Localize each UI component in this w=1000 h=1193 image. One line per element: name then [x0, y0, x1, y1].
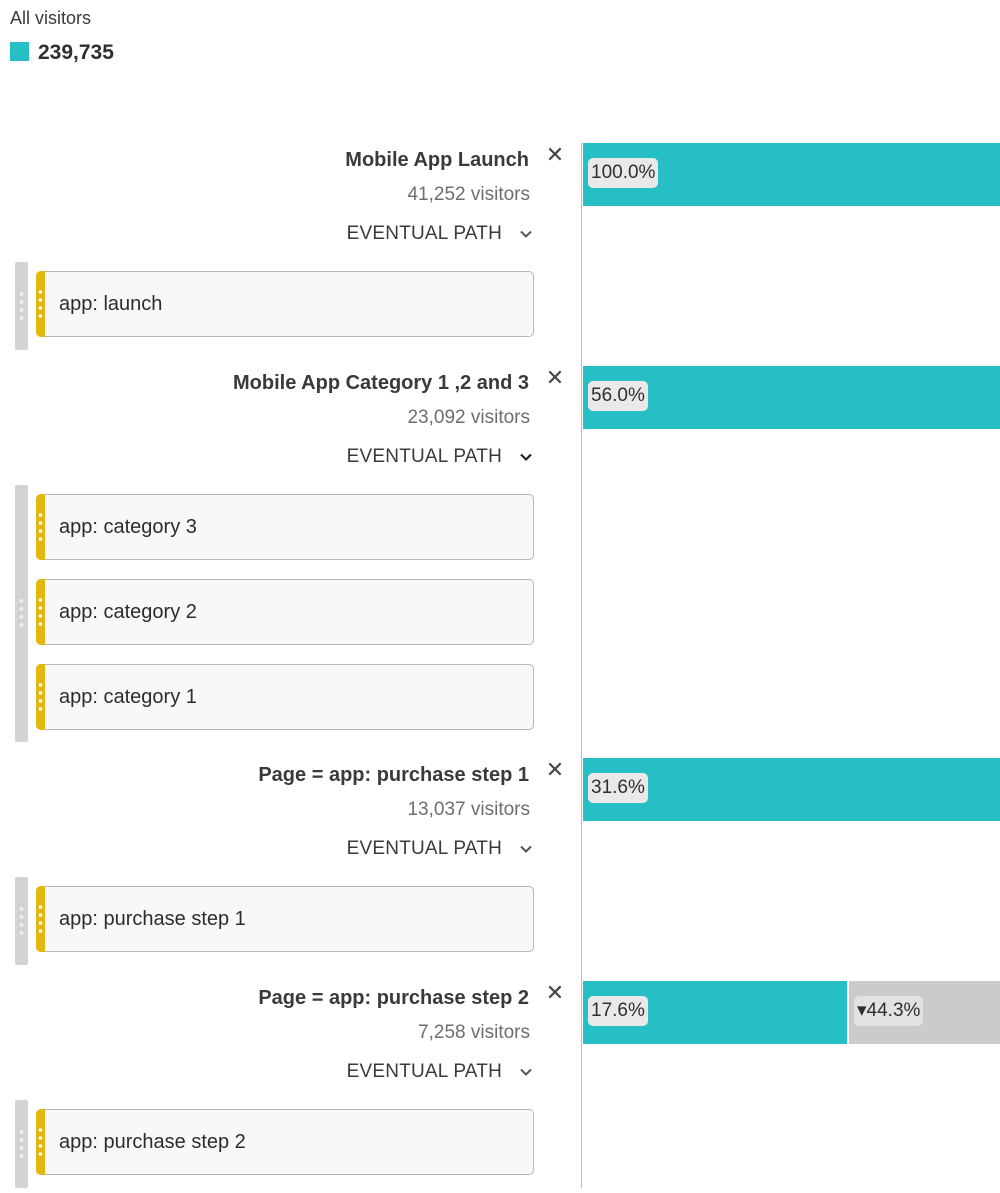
path-label: EVENTUAL PATH — [346, 223, 502, 244]
funnel-step: Mobile App Launch ✕ 41,252 visitors EVEN… — [0, 142, 1000, 350]
grip-icon — [19, 1130, 24, 1158]
grip-icon — [19, 599, 24, 627]
chevron-down-icon — [520, 1068, 532, 1076]
item-group: app: category 3 app: category 2 app: cat… — [15, 485, 536, 742]
path-label: EVENTUAL PATH — [346, 838, 502, 859]
close-icon[interactable]: ✕ — [545, 365, 565, 390]
drag-handle[interactable] — [15, 485, 28, 742]
bar-percent: 31.6% — [588, 773, 648, 803]
dropoff-bar[interactable]: ▾44.3% — [849, 981, 1000, 1044]
close-icon[interactable]: ✕ — [545, 980, 565, 1005]
chart-axis-line — [581, 143, 582, 1188]
grip-icon — [19, 907, 24, 935]
item-label: app: launch — [59, 293, 163, 315]
list-item[interactable]: app: category 1 — [36, 664, 534, 730]
step-title: Page = app: purchase step 2 — [258, 987, 529, 1009]
drag-handle[interactable] — [15, 1100, 28, 1188]
step-visitors: 23,092 visitors — [407, 407, 530, 428]
eventual-path-dropdown[interactable]: EVENTUAL PATH — [347, 1061, 532, 1083]
item-drag-handle[interactable] — [36, 886, 45, 952]
step-bar[interactable]: 100.0% — [583, 143, 1000, 206]
close-icon[interactable]: ✕ — [545, 757, 565, 782]
item-drag-handle[interactable] — [36, 1109, 45, 1175]
funnel-step: Page = app: purchase step 1 ✕ 13,037 vis… — [0, 757, 1000, 965]
list-item[interactable]: app: category 2 — [36, 579, 534, 645]
step-visitors: 13,037 visitors — [407, 799, 530, 820]
step-title: Page = app: purchase step 1 — [258, 764, 529, 786]
step-bar[interactable]: 17.6% — [583, 981, 847, 1044]
grip-icon — [38, 683, 43, 711]
step-bar[interactable]: 56.0% — [583, 366, 1000, 429]
step-title: Mobile App Category 1 ,2 and 3 — [233, 372, 529, 394]
path-label: EVENTUAL PATH — [346, 1061, 502, 1082]
chevron-down-icon — [520, 453, 532, 462]
bar-percent: 56.0% — [588, 381, 648, 411]
list-item[interactable]: app: launch — [36, 271, 534, 337]
drag-handle[interactable] — [15, 877, 28, 965]
dropoff-percent: ▾44.3% — [854, 996, 924, 1026]
drag-handle[interactable] — [15, 262, 28, 350]
item-label: app: purchase step 1 — [59, 908, 246, 930]
bar-percent: 100.0% — [588, 158, 659, 188]
close-icon[interactable]: ✕ — [545, 142, 565, 167]
list-item[interactable]: app: category 3 — [36, 494, 534, 560]
grip-icon — [38, 598, 43, 626]
funnel-step: Page = app: purchase step 2 ✕ 7,258 visi… — [0, 980, 1000, 1188]
step-bar[interactable]: 31.6% — [583, 758, 1000, 821]
item-drag-handle[interactable] — [36, 271, 45, 337]
path-label: EVENTUAL PATH — [346, 446, 502, 467]
item-label: app: category 3 — [59, 516, 197, 538]
list-item[interactable]: app: purchase step 2 — [36, 1109, 534, 1175]
item-group: app: purchase step 1 — [15, 877, 536, 965]
step-visitors: 7,258 visitors — [418, 1022, 530, 1043]
item-group: app: launch — [15, 262, 536, 350]
step-title: Mobile App Launch — [345, 149, 529, 171]
chevron-down-icon — [520, 230, 532, 238]
item-drag-handle[interactable] — [36, 579, 45, 645]
grip-icon — [38, 905, 43, 933]
bar-percent: 17.6% — [588, 996, 648, 1026]
item-label: app: category 1 — [59, 686, 197, 708]
legend-total: 239,735 — [38, 41, 114, 64]
funnel-step: Mobile App Category 1 ,2 and 3 ✕ 23,092 … — [0, 365, 1000, 573]
chevron-down-icon — [520, 845, 532, 853]
list-item[interactable]: app: purchase step 1 — [36, 886, 534, 952]
grip-icon — [38, 513, 43, 541]
grip-icon — [38, 290, 43, 318]
item-drag-handle[interactable] — [36, 664, 45, 730]
item-label: app: purchase step 2 — [59, 1131, 246, 1153]
eventual-path-dropdown[interactable]: EVENTUAL PATH — [347, 838, 532, 860]
item-label: app: category 2 — [59, 601, 197, 623]
eventual-path-dropdown[interactable]: EVENTUAL PATH — [347, 446, 532, 468]
grip-icon — [19, 292, 24, 320]
item-group: app: purchase step 2 — [15, 1100, 536, 1188]
step-visitors: 41,252 visitors — [407, 184, 530, 205]
legend-title: All visitors — [10, 8, 92, 28]
eventual-path-dropdown[interactable]: EVENTUAL PATH — [347, 223, 532, 245]
grip-icon — [38, 1128, 43, 1156]
item-drag-handle[interactable] — [36, 494, 45, 560]
legend-swatch — [10, 42, 29, 61]
